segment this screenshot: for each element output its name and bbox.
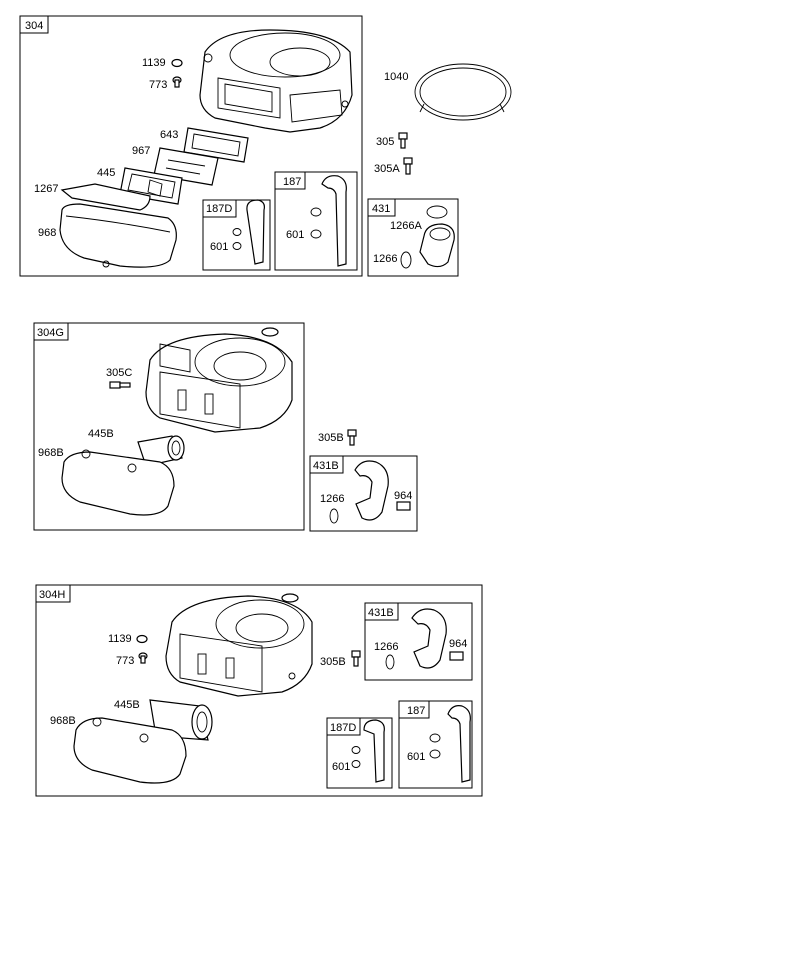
cover-968B-304G — [61, 449, 175, 516]
group-431-frame — [367, 198, 459, 277]
group-304H-tag: 304H — [39, 589, 65, 601]
group-187-bot: 187 601 — [398, 700, 473, 789]
label-964-bot: 964 — [449, 638, 467, 650]
label-1139: 1139 — [142, 57, 166, 69]
group-187D-bot: 187D 601 — [326, 717, 393, 789]
clamp-601-a — [232, 228, 242, 236]
tube-187-top — [321, 175, 347, 267]
part-964-mid — [396, 501, 411, 511]
group-304G-frame — [33, 322, 305, 531]
gasket-1266-bot — [385, 654, 395, 670]
group-187-top: 187 601 — [274, 171, 358, 271]
group-304G-tag: 304G — [37, 327, 64, 339]
label-601-187-bot: 601 — [407, 751, 425, 763]
elbow-431 — [419, 223, 455, 268]
group-431B-bot-tag: 431B — [368, 607, 394, 619]
cover-968B-304H — [73, 717, 187, 784]
group-187D-top-tag: 187D — [206, 203, 232, 215]
label-1139-304H: 1139 — [108, 633, 132, 645]
group-431B-mid-frame — [309, 455, 418, 532]
elbow-431B-bot — [411, 608, 447, 669]
screw-305C — [109, 381, 131, 389]
group-431B-mid-tag: 431B — [313, 460, 339, 472]
blower-housing-304H — [165, 593, 313, 697]
pin-773-304H — [138, 652, 148, 664]
clamp-601-f — [351, 760, 361, 768]
label-445B-304G: 445B — [88, 428, 114, 440]
group-187-bot-frame — [398, 700, 473, 789]
group-187D-bot-tag: 187D — [330, 722, 356, 734]
screw-305B-304H — [351, 650, 361, 667]
screw-305B-mid — [347, 429, 357, 446]
clamp-601-d — [310, 229, 322, 239]
label-305B-mid: 305B — [318, 432, 344, 444]
group-187-top-tag: 187 — [283, 176, 301, 188]
group-304-tag-box — [19, 15, 49, 34]
label-305B-304H: 305B — [320, 656, 346, 668]
group-187-top-frame — [274, 171, 358, 271]
clamp-601-e — [351, 746, 361, 754]
clamp-601-b — [232, 242, 242, 250]
label-968B-304H: 968B — [50, 715, 76, 727]
label-305C: 305C — [106, 367, 132, 379]
label-601-187D-bot: 601 — [332, 761, 350, 773]
label-643: 643 — [160, 129, 178, 141]
ring-1040 — [414, 63, 512, 121]
tube-187D-bot — [363, 719, 385, 783]
group-187D-top: 187D 601 — [202, 199, 271, 271]
group-304H-frame — [35, 584, 483, 797]
screw-305A — [403, 157, 413, 175]
group-431B-mid: 431B 1266 964 — [309, 455, 418, 532]
group-304G: 304G 305C 445B 968B — [33, 322, 305, 531]
tube-187-bot — [447, 705, 471, 783]
label-445B-304H: 445B — [114, 699, 140, 711]
seal-1267 — [60, 183, 151, 211]
clamp-601-g — [429, 733, 441, 743]
gasket-1266 — [400, 251, 412, 269]
blower-housing-304G — [145, 327, 293, 433]
washer-1139-304H — [136, 634, 148, 644]
label-968B-304G: 968B — [38, 447, 64, 459]
pin-773 — [172, 76, 182, 88]
group-187-bot-tag: 187 — [407, 705, 425, 717]
label-445: 445 — [97, 167, 115, 179]
part-964-bot — [449, 651, 464, 661]
label-1040: 1040 — [384, 71, 408, 83]
group-431: 431 1266A 1266 — [367, 198, 459, 277]
cover-968 — [59, 203, 177, 268]
group-304-frame — [19, 15, 363, 277]
label-964-mid: 964 — [394, 490, 412, 502]
group-431-tag: 431 — [372, 203, 390, 215]
tube-187D-top — [246, 199, 265, 265]
filter-445B-304G — [137, 435, 185, 467]
label-1266-mid: 1266 — [320, 493, 344, 505]
label-1266-bot: 1266 — [374, 641, 398, 653]
bracket-643 — [183, 127, 249, 163]
label-305: 305 — [376, 136, 394, 148]
group-304H: 304H 1139 773 445B 968B — [35, 584, 483, 797]
oring-1266A — [426, 205, 448, 219]
blower-housing-304 — [199, 29, 353, 133]
clamp-601-c — [310, 207, 322, 217]
label-968: 968 — [38, 227, 56, 239]
gasket-1266-mid — [329, 508, 339, 524]
label-601-187D-top: 601 — [210, 241, 228, 253]
label-601-187-top: 601 — [286, 229, 304, 241]
label-773: 773 — [149, 79, 167, 91]
label-967: 967 — [132, 145, 150, 157]
group-304-tag: 304 — [25, 20, 43, 32]
label-305A: 305A — [374, 163, 400, 175]
label-1266-431: 1266 — [373, 253, 397, 265]
group-304: 304 1139 773 643 — [19, 15, 363, 277]
elbow-431B-mid — [354, 460, 389, 521]
group-431B-bot: 431B 1266 964 — [364, 602, 473, 681]
label-773-304H: 773 — [116, 655, 134, 667]
group-431B-bot-frame — [364, 602, 473, 681]
label-1267: 1267 — [34, 183, 58, 195]
screw-305 — [398, 132, 408, 149]
label-1266A: 1266A — [390, 220, 422, 232]
washer-1139 — [171, 58, 183, 68]
clamp-601-h — [429, 749, 441, 759]
